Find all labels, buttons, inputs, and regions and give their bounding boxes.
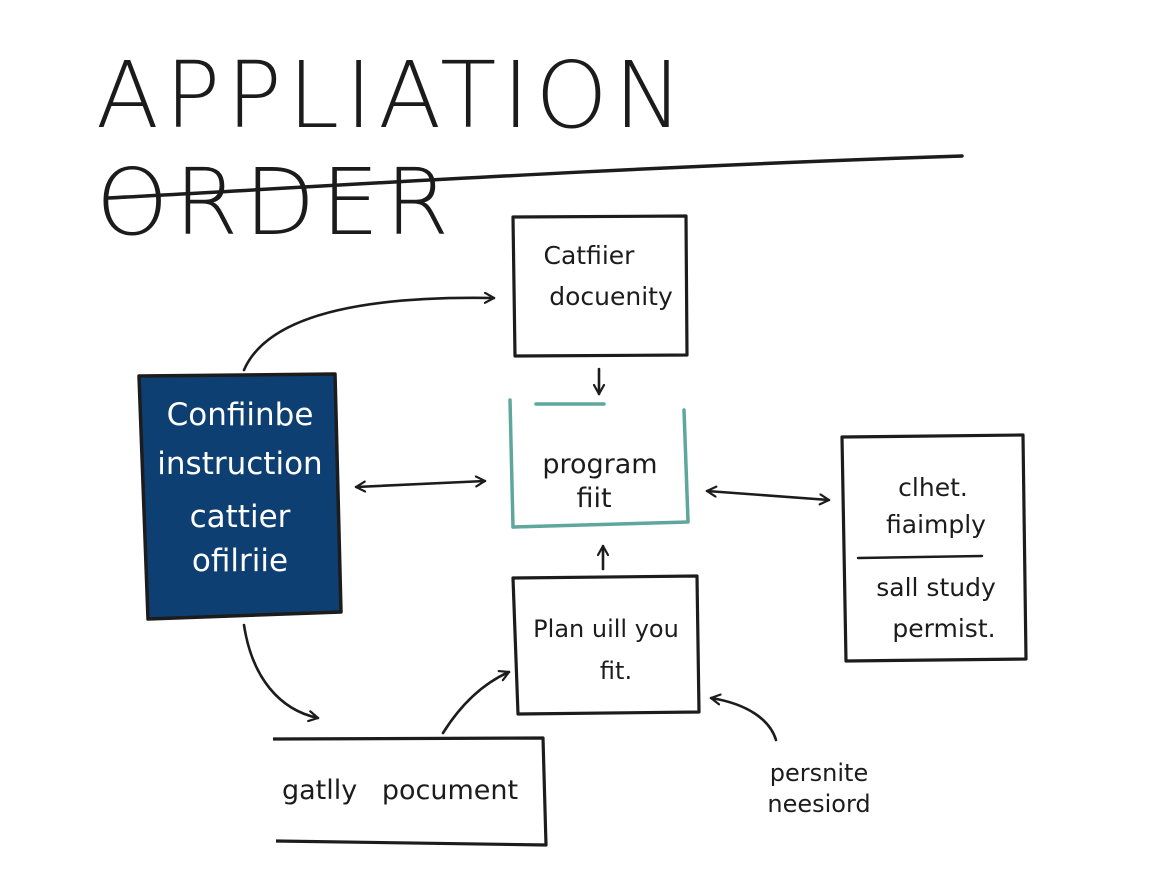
node-right-top-line-1: clhet. xyxy=(898,473,968,502)
node-center-label: program fiit xyxy=(512,448,688,516)
node-left-line-2: instruction xyxy=(157,445,323,482)
node-bottom-label: Plan uill you fit. xyxy=(515,614,697,686)
node-top-line-2: docuenity xyxy=(549,282,673,312)
node-left-line-4: ofilriie xyxy=(191,543,289,580)
node-right-bottom-line-2: permist. xyxy=(892,614,996,644)
node-top-label: Catfiier docuenity xyxy=(513,240,687,313)
node-center-line-1: program xyxy=(542,449,658,480)
node-center-line-2: fiit xyxy=(576,482,612,514)
box-bottom xyxy=(511,574,701,716)
arrow-left-center xyxy=(354,481,487,487)
arrow-left-to-top xyxy=(242,298,496,372)
node-bottom-left-word-1: gatlly xyxy=(282,775,358,806)
box-bottom-left xyxy=(272,736,548,847)
box-center-bottom xyxy=(511,520,690,529)
node-right-top-line-2: fiaimply xyxy=(886,510,986,540)
box-top xyxy=(511,214,689,358)
node-right-bottom-line-1: sall study xyxy=(876,573,996,602)
node-right-bottom-label: sall study permist. xyxy=(846,572,1026,645)
annotation-line-2: neesiord xyxy=(767,790,871,819)
annotation-label: persnite neesiord xyxy=(752,758,886,820)
box-left-dark xyxy=(137,372,343,621)
arrow-bottom-left-to-bottom xyxy=(441,672,511,735)
arrow-annotation-to-bottom xyxy=(709,698,778,742)
box-center-left-side xyxy=(508,398,515,529)
node-bottom-line-2: fit. xyxy=(599,657,633,685)
node-left-label: Confiinbe instruction cattier ofilriie xyxy=(142,396,338,581)
arrow-center-right xyxy=(705,491,831,500)
box-right-divider xyxy=(856,554,984,560)
node-bottom-left-label: gatlly pocument xyxy=(280,774,542,808)
node-left-line-1: Confiinbe xyxy=(166,397,314,433)
box-right xyxy=(840,433,1028,663)
node-right-top-label: clhet. fiaimply xyxy=(846,472,1026,541)
node-left-line-3: cattier xyxy=(189,498,291,535)
diagram-title: APPLIATION ORDER xyxy=(96,42,689,256)
node-top-line-1: Catfiier xyxy=(543,241,635,270)
box-center-right-side xyxy=(682,408,690,523)
node-bottom-line-1: Plan uill you xyxy=(533,615,679,643)
annotation-line-1: persnite xyxy=(769,759,869,787)
arrow-left-to-bottom-left xyxy=(242,623,320,718)
title-underline xyxy=(106,154,964,200)
node-bottom-left-word-2: pocument xyxy=(381,775,519,806)
